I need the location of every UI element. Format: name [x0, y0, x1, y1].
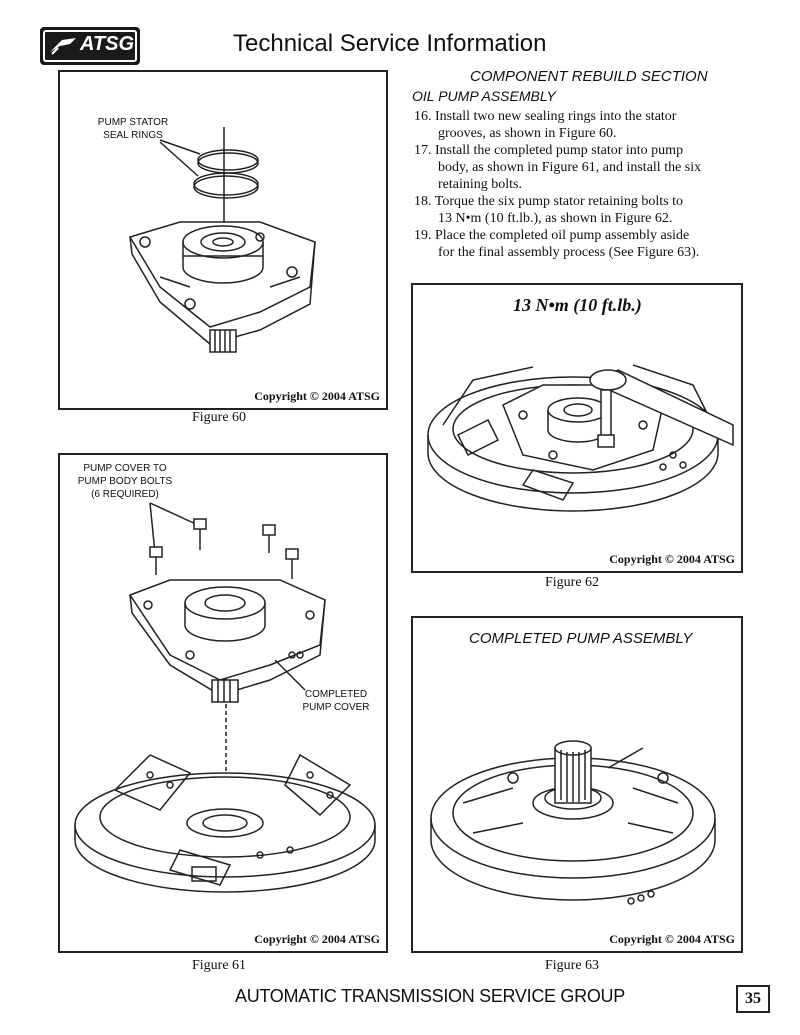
cover-bolts-label: PUMP COVER TO PUMP BODY BOLTS (6 REQUIRE…: [77, 463, 173, 500]
figure-60-caption: Figure 60: [192, 410, 247, 425]
completed-pump-assembly-illustration: [430, 740, 716, 905]
step-16: 16. Install two new sealing rings into t…: [414, 109, 677, 141]
figure-61-box: PUMP COVER TO PUMP BODY BOLTS (6 REQUIRE…: [58, 453, 388, 953]
copyright-notice: Copyright © 2004 ATSG: [254, 389, 380, 403]
pump-stator-seal-rings-illustration: [128, 127, 316, 353]
copyright-notice: Copyright © 2004 ATSG: [254, 932, 380, 946]
figure-61-caption: Figure 61: [192, 958, 247, 973]
figure-62-caption: Figure 62: [545, 575, 600, 590]
footer-organization: AUTOMATIC TRANSMISSION SERVICE GROUP: [235, 986, 625, 1006]
figure-62-box: 13 N•m (10 ft.lb.) Copyright © 2004 ATSG: [411, 283, 743, 573]
assembly-title: COMPLETED PUMP ASSEMBLY: [469, 630, 693, 647]
logo-text: ATSG: [80, 33, 135, 55]
torque-spec-label: 13 N•m (10 ft.lb.): [513, 295, 642, 315]
page-number: 35: [736, 985, 770, 1013]
figure-63-caption: Figure 63: [545, 958, 600, 973]
torque-stator-bolts-illustration: [427, 364, 734, 512]
transmission-logo-icon: [50, 38, 76, 55]
completed-pump-cover-label: COMPLETED PUMP COVER: [302, 689, 370, 713]
step-19: 19. Place the completed oil pump assembl…: [414, 228, 700, 260]
copyright-notice: Copyright © 2004 ATSG: [609, 552, 735, 566]
copyright-notice: Copyright © 2004 ATSG: [609, 932, 735, 946]
seal-rings-label: PUMP STATOR SEAL RINGS: [97, 117, 169, 141]
step-18: 18. Torque the six pump stator retaining…: [414, 194, 684, 226]
pump-cover-install-illustration: [74, 502, 376, 893]
section-title: COMPONENT REBUILD SECTION: [470, 68, 708, 85]
instruction-steps: 16. Install two new sealing rings into t…: [414, 108, 744, 261]
figure-60-box: PUMP STATOR SEAL RINGS Copyright © 2004 …: [58, 70, 388, 410]
atsg-logo: ATSG: [40, 27, 140, 65]
page-title: Technical Service Information: [233, 30, 547, 57]
figure-63-box: COMPLETED PUMP ASSEMBLY Copyright © 2004…: [411, 616, 743, 953]
step-17: 17. Install the completed pump stator in…: [414, 143, 702, 192]
section-subtitle: OIL PUMP ASSEMBLY: [412, 88, 556, 104]
